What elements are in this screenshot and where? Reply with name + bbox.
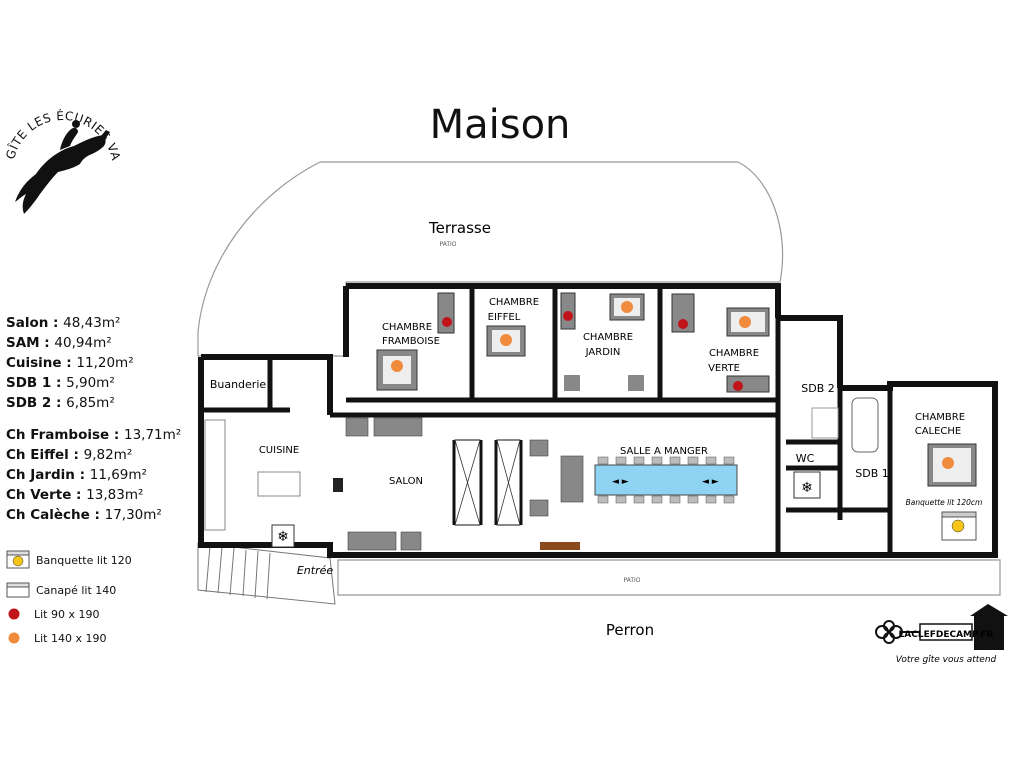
sdb1-label: SDB 1 — [855, 467, 889, 480]
canape-icon — [6, 582, 30, 598]
bathtub-icon — [851, 397, 879, 453]
legend-item-lit140: Lit 140 x 190 — [6, 626, 132, 650]
legend-item-banquette: Banquette lit 120 — [6, 548, 132, 572]
room-area-item: Ch Calèche : 17,30m² — [6, 507, 162, 523]
bed-140-icon — [739, 316, 751, 328]
caleche-label-1: CHAMBRE — [915, 412, 965, 423]
bed-140-icon — [500, 334, 512, 346]
patio-bottom-label: PATIO — [623, 577, 640, 584]
legend-item-lit90: Lit 90 x 190 — [6, 602, 132, 626]
arrows-left-icon: ◄ ► — [612, 477, 629, 487]
perron-label: Perron — [606, 621, 654, 639]
laclefdecamp-name: LACLEFDECAMP.FR — [899, 630, 994, 640]
room-area-item: Ch Eiffel : 9,82m² — [6, 447, 133, 463]
key-icon — [875, 620, 920, 644]
bed-140-icon — [621, 301, 633, 313]
salle-a-manger-label: SALLE A MANGER — [620, 446, 708, 457]
horse-rider-icon — [15, 120, 110, 214]
dining-table — [594, 464, 738, 496]
bed-90-icon — [442, 317, 452, 327]
caleche-label-2: CALECHE — [915, 426, 962, 437]
freezer-icon: ❄ — [801, 480, 813, 496]
sofa-icons — [345, 417, 584, 551]
jardin-label-2: JARDIN — [585, 347, 621, 358]
eiffel-label-1: CHAMBRE — [489, 297, 539, 308]
room-area-item: Ch Framboise : 13,71m² — [6, 427, 182, 443]
verte-label-1: CHAMBRE — [709, 348, 759, 359]
bed-90-icon — [733, 381, 743, 391]
legend: Banquette lit 120 Canapé lit 140 Lit 90 … — [6, 548, 132, 650]
banquette-note: Banquette lit 120cm — [906, 498, 983, 507]
house-icon — [970, 604, 1008, 650]
verte-label-2: VERTE — [708, 363, 740, 374]
terrasse-outline — [197, 161, 784, 357]
sdb2-label: SDB 2 — [801, 382, 835, 395]
bed-90-icon — [678, 319, 688, 329]
eiffel-label-2: EIFFEL — [488, 312, 521, 323]
bed-140-icon — [942, 457, 954, 469]
orange-dot-icon — [8, 632, 20, 644]
page-title: Maison — [429, 102, 571, 148]
area-item: SAM : 40,94m² — [6, 335, 112, 351]
area-item: SDB 2 : 6,85m² — [6, 395, 115, 411]
area-item: SDB 1 : 5,90m² — [6, 375, 115, 391]
salon-label: SALON — [389, 476, 423, 487]
fridge-icon — [271, 524, 295, 548]
buanderie-label: Buanderie — [210, 378, 267, 391]
cuisine-label: CUISINE — [259, 445, 299, 456]
entree-label: Entrée — [297, 564, 334, 577]
framboise-label-1: CHAMBRE — [382, 322, 432, 333]
area-list: Salon : 48,43m² SAM : 40,94m² Cuisine : … — [6, 313, 181, 525]
room-area-item: Ch Jardin : 11,69m² — [6, 467, 147, 483]
laclefdecamp-tagline: Votre gîte vous attend — [896, 655, 997, 665]
arrows-right-icon: ◄ ► — [702, 477, 719, 487]
terrasse-label: Terrasse — [428, 219, 491, 237]
entree-steps — [197, 542, 336, 605]
room-area-item: Ch Verte : 13,83m² — [6, 487, 144, 503]
legend-item-canape: Canapé lit 140 — [6, 578, 132, 602]
banquette-icon — [951, 519, 965, 533]
area-item: Cuisine : 11,20m² — [6, 355, 134, 371]
tv-unit — [540, 542, 580, 550]
red-dot-icon — [8, 608, 20, 620]
gite-logo: GÎTE LES ÉCURIES VAL DE MAI — [0, 90, 123, 214]
wc-label: WC — [796, 452, 815, 465]
jardin-label-1: CHAMBRE — [583, 332, 633, 343]
banquette-icon — [6, 550, 30, 569]
patio-top-label: PATIO — [439, 241, 456, 248]
outer-walls — [198, 283, 998, 558]
laclefdecamp-logo: LACLEFDECAMP.FR Votre gîte vous attend — [875, 604, 1008, 665]
framboise-label-2: FRAMBOISE — [382, 336, 440, 347]
freezer-icon: ❄ — [277, 529, 289, 545]
patio-bottom-outline — [337, 559, 1001, 596]
bed-90-icon — [563, 311, 573, 321]
bed-140-icon — [391, 360, 403, 372]
area-item: Salon : 48,43m² — [6, 315, 121, 331]
